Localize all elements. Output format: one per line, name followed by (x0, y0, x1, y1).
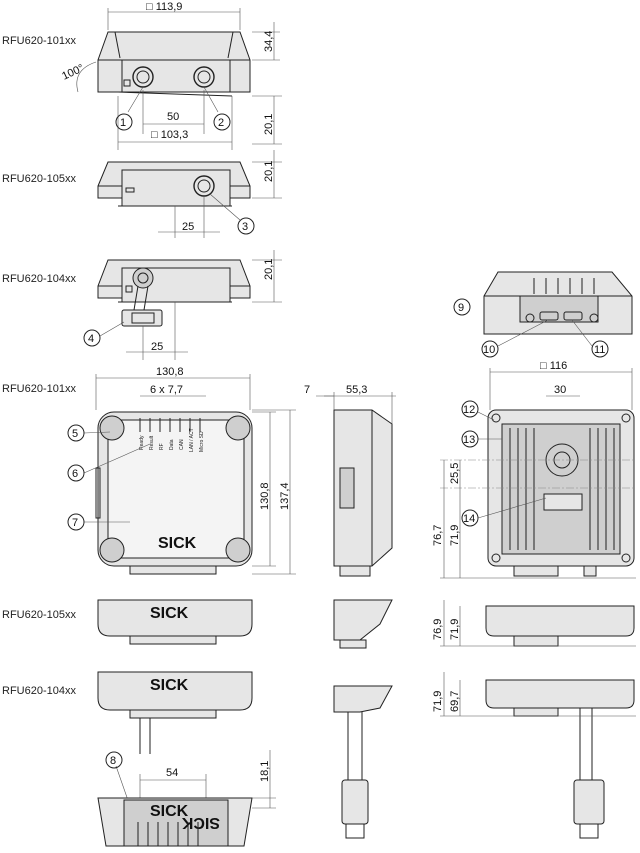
svg-text:RF: RF (159, 443, 165, 450)
dim-6x7-7: 6 x 7,7 (150, 384, 183, 396)
led-label-group: Ready Result RF Data CAN LAN / ACT Micro… (139, 428, 205, 452)
callout-6: 6 (67, 443, 151, 482)
svg-text:Result: Result (149, 435, 155, 450)
dim-50: 50 (167, 111, 179, 123)
svg-text:5: 5 (72, 428, 78, 440)
device-front-view: Ready Result RF Data CAN LAN / ACT Micro… (95, 411, 253, 575)
brand-logo-104: SICK (150, 677, 189, 694)
dim-100-deg: 100° (60, 62, 86, 82)
callout-1: 1 (115, 86, 144, 131)
device-side-profile (333, 409, 393, 577)
dim-55-3: 55,3 (346, 384, 367, 396)
svg-text:4: 4 (88, 333, 94, 345)
dim-30: 30 (554, 384, 566, 396)
dim-130-8-a: 130,8 (156, 366, 184, 378)
dim-137-4: 137,4 (279, 482, 291, 510)
dim-25-5: 25,5 (449, 463, 461, 484)
brand-logo-underside: SICK (150, 803, 189, 820)
dim-71-9-c: 71,9 (432, 691, 444, 712)
svg-text:1: 1 (120, 117, 126, 129)
dim-76-7: 76,7 (432, 525, 444, 546)
dim-130-8-b: 130,8 (259, 482, 271, 510)
device-underside-view: SICK SICK (97, 797, 253, 847)
dim-25-a: 25 (182, 221, 194, 233)
dim-69-7: 69,7 (449, 691, 461, 712)
dim-116: □ 116 (540, 360, 567, 372)
variant-label-104-main: RFU620-104xx (2, 685, 76, 697)
device-104-back-bottom (485, 679, 635, 839)
svg-text:13: 13 (463, 434, 475, 446)
callout-13: 13 (461, 430, 502, 448)
svg-text:CAN: CAN (179, 439, 185, 450)
dim-18-1: 18,1 (259, 761, 271, 782)
callout-7: 7 (67, 513, 130, 531)
svg-text:9: 9 (458, 302, 464, 314)
svg-text:8: 8 (110, 755, 116, 767)
variant-label-104-top: RFU620-104xx (2, 273, 76, 285)
svg-text:Ready: Ready (139, 435, 145, 450)
svg-text:2: 2 (218, 117, 224, 129)
svg-text:Data: Data (169, 439, 175, 450)
callout-4: 4 (83, 321, 125, 347)
svg-text:Micro SD: Micro SD (199, 431, 205, 452)
callout-2: 2 (203, 86, 231, 131)
variant-label-105-top: RFU620-105xx (2, 173, 76, 185)
device-105-side-bottom (333, 599, 393, 649)
brand-logo-105: SICK (150, 605, 189, 622)
device-105-side-view (97, 161, 251, 207)
dim-34-4: 34,4 (263, 31, 275, 52)
svg-text:3: 3 (242, 221, 248, 233)
dim-20-1-c: 20,1 (263, 259, 275, 280)
callout-12: 12 (461, 400, 495, 421)
callout-14: 14 (461, 497, 547, 527)
variant-label-105-main: RFU620-105xx (2, 609, 76, 621)
svg-text:10: 10 (483, 344, 495, 356)
dim-76-9: 76,9 (432, 619, 444, 640)
device-back-view (487, 409, 635, 577)
variant-label-101-main: RFU620-101xx (2, 383, 76, 395)
device-104-side-bottom (333, 685, 393, 839)
dim-103-3: □ 103,3 (151, 129, 188, 141)
svg-text:14: 14 (463, 513, 475, 525)
callout-10: 10 (481, 319, 549, 358)
callout-5: 5 (67, 424, 111, 442)
svg-text:LAN / ACT: LAN / ACT (189, 428, 195, 452)
device-101-side-view (97, 31, 251, 97)
dim-7: 7 (304, 384, 310, 396)
dim-113-9: □ 113,9 (146, 1, 182, 13)
dim-20-1-b: 20,1 (263, 161, 275, 182)
svg-text:11: 11 (594, 344, 605, 356)
callout-3: 3 (209, 193, 255, 235)
svg-text:12: 12 (463, 404, 475, 416)
svg-text:6: 6 (72, 468, 78, 480)
variant-label-101-top: RFU620-101xx (2, 35, 76, 47)
device-perspective-view (483, 271, 633, 335)
device-105-back-bottom (485, 605, 635, 647)
dim-25-b: 25 (151, 341, 163, 353)
svg-text:7: 7 (72, 517, 78, 529)
callout-11: 11 (571, 319, 609, 358)
dim-71-9-a: 71,9 (449, 525, 461, 546)
device-104-front-bottom: SICK (97, 671, 253, 754)
callout-9: 9 (453, 298, 471, 316)
dim-20-1-a: 20,1 (263, 114, 275, 135)
dim-71-9-b: 71,9 (449, 619, 461, 640)
device-105-front-bottom: SICK (97, 599, 253, 645)
device-104-side-view (97, 259, 251, 327)
brand-logo-front: SICK (158, 535, 197, 552)
brand-logo-underside-mirrored: SICK (181, 814, 220, 831)
dim-54: 54 (166, 767, 178, 779)
